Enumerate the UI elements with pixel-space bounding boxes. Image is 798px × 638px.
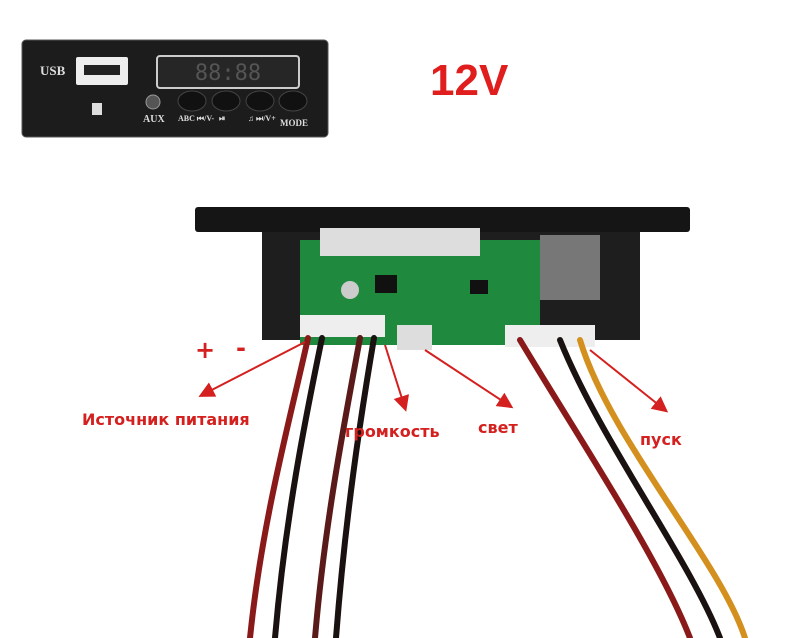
arrow-start xyxy=(589,349,669,413)
start-label: пуск xyxy=(640,430,682,449)
aux-jack xyxy=(145,94,161,110)
power-connector xyxy=(300,315,345,337)
wires xyxy=(247,335,748,638)
minus-label: - xyxy=(236,334,246,362)
display-digits: 88:88 xyxy=(195,61,261,86)
arrow-light xyxy=(424,349,514,409)
volume-connector xyxy=(345,315,385,337)
button-label-next: ♫ ⏭/V+ xyxy=(248,114,276,123)
button-next xyxy=(245,90,275,112)
module-rear xyxy=(195,207,690,350)
button-label-prev: ABC ⏮/V- xyxy=(178,114,215,123)
button-prev xyxy=(177,90,207,112)
annotation-arrows xyxy=(198,341,669,413)
arrow-power xyxy=(198,341,306,397)
usb-label: USB xyxy=(40,63,66,78)
button-mode xyxy=(278,90,308,112)
lcd-display xyxy=(156,55,300,89)
power-source-label: Источник питания xyxy=(82,410,250,429)
front-panel: 88:88 xyxy=(21,39,329,138)
aux-label: AUX xyxy=(143,114,165,125)
light-label: свет xyxy=(478,418,518,437)
button-label-mode: MODE xyxy=(280,118,308,128)
arrow-volume xyxy=(384,344,409,412)
button-label-play: ⏯ xyxy=(219,114,226,123)
volume-label: громкость xyxy=(345,422,440,441)
start-connector xyxy=(505,325,595,347)
voltage-label: 12V xyxy=(430,56,509,105)
plus-label: + xyxy=(195,336,216,364)
light-connector xyxy=(397,325,432,350)
button-play xyxy=(211,90,241,112)
